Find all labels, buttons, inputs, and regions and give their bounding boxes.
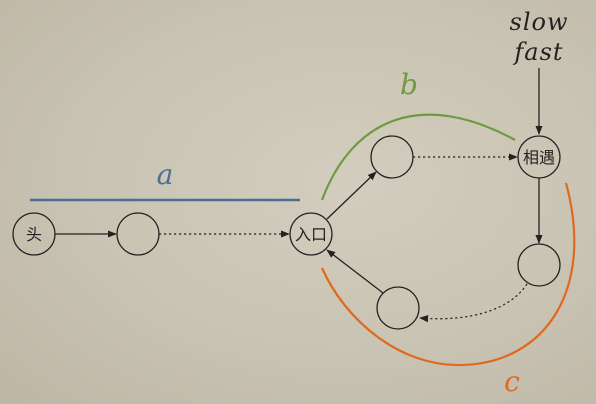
node-second — [116, 212, 160, 256]
segment-c-label: c — [504, 365, 520, 398]
pointer-slow-label: slow — [510, 8, 569, 36]
segment-a-label: a — [157, 158, 174, 191]
segment-c-arc — [320, 182, 576, 367]
pointer-fast-label: fast — [512, 38, 563, 66]
segment-b-label: b — [400, 68, 418, 101]
edge-entrance-to-top — [326, 171, 377, 220]
edge-bottom-to-entrance — [326, 249, 384, 294]
node-cycle-top — [370, 135, 414, 179]
edge-right-to-bottom — [419, 283, 528, 323]
node-cycle-right — [517, 243, 561, 287]
node-meet-label: 相遇 — [523, 148, 555, 167]
node-entrance — [289, 212, 333, 256]
node-cycle-bottom — [376, 286, 420, 330]
node-head-label: 头 — [26, 225, 42, 244]
segment-b-arc — [320, 113, 516, 201]
node-entrance-label: 入口 — [295, 225, 327, 244]
